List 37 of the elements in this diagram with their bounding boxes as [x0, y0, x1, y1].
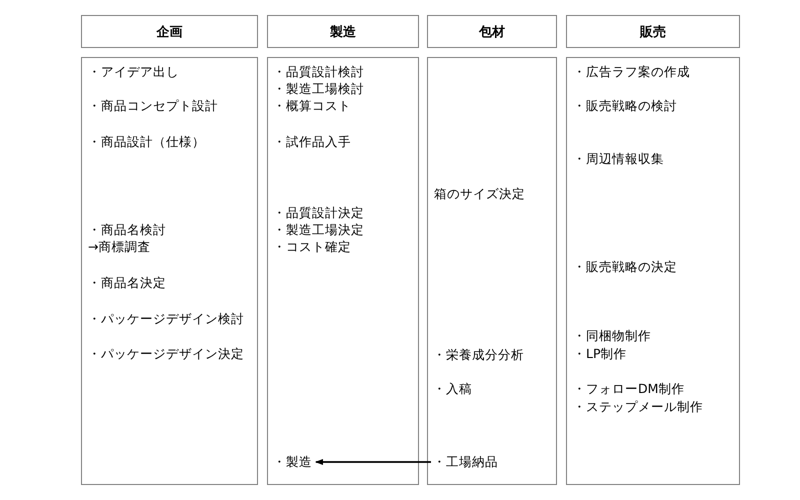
task-text: ・アイデア出し: [88, 64, 179, 80]
arrow: [315, 459, 431, 465]
task-text: ・品質設計検討: [273, 64, 364, 80]
task-text: ・フォローDM制作: [573, 381, 684, 397]
task-text: →商標調査: [88, 239, 150, 255]
task-text: ・ステップメール制作: [573, 399, 703, 415]
column-panel: [81, 57, 258, 485]
column-header: 製造: [267, 15, 419, 48]
task-text: ・製造工場決定: [273, 222, 364, 238]
column-header: 包材: [427, 15, 557, 48]
task-text: ・品質設計決定: [273, 205, 364, 221]
column-panel: [427, 57, 557, 485]
task-text: ・製造: [273, 454, 312, 470]
task-text: ・パッケージデザイン決定: [88, 346, 244, 362]
task-text: ・パッケージデザイン検討: [88, 311, 244, 327]
task-text: ・周辺情報収集: [573, 151, 664, 167]
column-panel: [566, 57, 740, 485]
task-text: ・LP制作: [573, 346, 627, 362]
task-text: 箱のサイズ決定: [434, 186, 525, 202]
task-text: ・コスト確定: [273, 239, 351, 255]
task-text: ・商品名決定: [88, 275, 166, 291]
task-text: ・商品名検討: [88, 222, 166, 238]
task-text: ・広告ラフ案の作成: [573, 64, 690, 80]
task-text: ・工場納品: [433, 454, 498, 470]
task-text: ・販売戦略の検討: [573, 98, 677, 114]
task-text: ・概算コスト: [273, 98, 351, 114]
task-text: ・販売戦略の決定: [573, 259, 677, 275]
column-header: 販売: [566, 15, 740, 48]
task-text: ・商品コンセプト設計: [88, 98, 218, 114]
task-text: ・栄養成分分析: [433, 347, 524, 363]
column-header: 企画: [81, 15, 258, 48]
task-text: ・製造工場検討: [273, 81, 364, 97]
column-panel: [267, 57, 419, 485]
task-text: ・同梱物制作: [573, 328, 651, 344]
task-text: ・商品設計（仕様）: [88, 134, 205, 150]
task-text: ・試作品入手: [273, 134, 351, 150]
task-text: ・入稿: [433, 381, 472, 397]
